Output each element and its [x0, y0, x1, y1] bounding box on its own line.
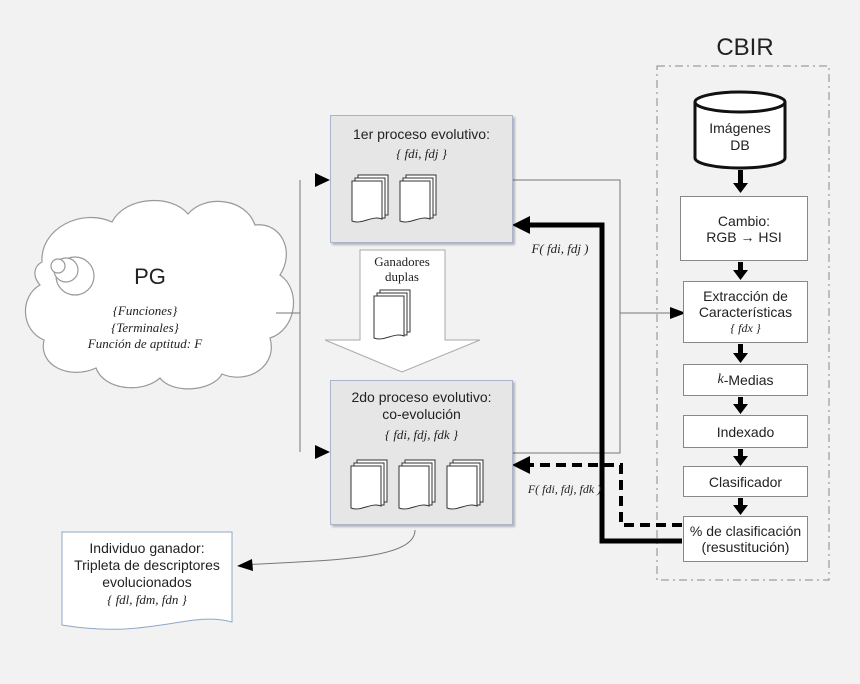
- db-label-line2: DB: [730, 137, 750, 153]
- proceso-1-formula: { fdi, fdj }: [396, 146, 447, 161]
- ganadores-label: Ganadores duplas: [352, 254, 452, 284]
- individuo-line1: Individuo ganador:: [89, 540, 205, 556]
- proceso-2-title: 2do proceso evolutivo:: [351, 389, 492, 405]
- cbir-container: [656, 65, 830, 581]
- pg-title: PG: [134, 264, 166, 289]
- pg-cloud: [24, 199, 295, 390]
- proceso-2-subtitle: co-evolución: [382, 406, 461, 422]
- proceso-1-title: 1er proceso evolutivo:: [353, 126, 490, 142]
- kmedias-k: k: [717, 372, 724, 387]
- db-label: Imágenes DB: [705, 120, 775, 154]
- porcentaje-line1: % de clasificación: [689, 523, 802, 539]
- pg-aptitud: Función de aptitud: F: [87, 336, 203, 351]
- ganadores-line1: Ganadores: [374, 254, 430, 269]
- db-label-line1: Imágenes: [709, 120, 771, 136]
- cambio-line2: RGB → HSI: [706, 228, 782, 245]
- ganadores-line2: duplas: [385, 269, 419, 284]
- kmedias-rest: -Medias: [723, 372, 774, 388]
- feedback-line-dashed: [512, 456, 682, 527]
- kmedias-box: k-Medias: [683, 364, 808, 396]
- indexado-box: Indexado: [683, 415, 808, 448]
- individuo-line2: Tripleta de descriptores: [74, 557, 220, 573]
- individuo-formula: { fdl, fdm, fdn }: [107, 592, 187, 607]
- feedback-line-solid: [512, 216, 682, 544]
- connector-arrowheads: [237, 173, 686, 571]
- cambio-box: Cambio: RGB → HSI: [680, 196, 808, 261]
- cbir-title: CBIR: [716, 34, 774, 61]
- individuo-document: [61, 531, 233, 630]
- individuo-label: Individuo ganador: Tripleta de descripto…: [62, 540, 232, 608]
- pg-funciones: {Funciones}: [112, 303, 178, 318]
- cambio-line1: Cambio:: [717, 212, 771, 229]
- individuo-line3: evolucionados: [102, 574, 192, 590]
- cbir-flow-arrows: [733, 170, 748, 515]
- porcentaje-box: % de clasificación (resustitución): [683, 516, 808, 562]
- fitness-2-label: F( fdi, fdj, fdk ): [527, 482, 602, 496]
- database-icon: [693, 90, 787, 170]
- fitness-1-label: F( fdi, fdj ): [531, 241, 589, 256]
- porcentaje-line2: (resustitución): [701, 539, 790, 555]
- proceso-2-formula: { fdi, fdj, fdk }: [384, 427, 459, 442]
- pg-terminales: {Terminales}: [111, 320, 179, 335]
- extraccion-line2: Características: [698, 304, 793, 320]
- extraccion-formula: { fdx }: [730, 321, 761, 335]
- extraccion-line1: Extracción de: [703, 288, 788, 304]
- clasificador-box: Clasificador: [683, 466, 808, 497]
- extraccion-box: Extracción de Características { fdx }: [683, 281, 808, 343]
